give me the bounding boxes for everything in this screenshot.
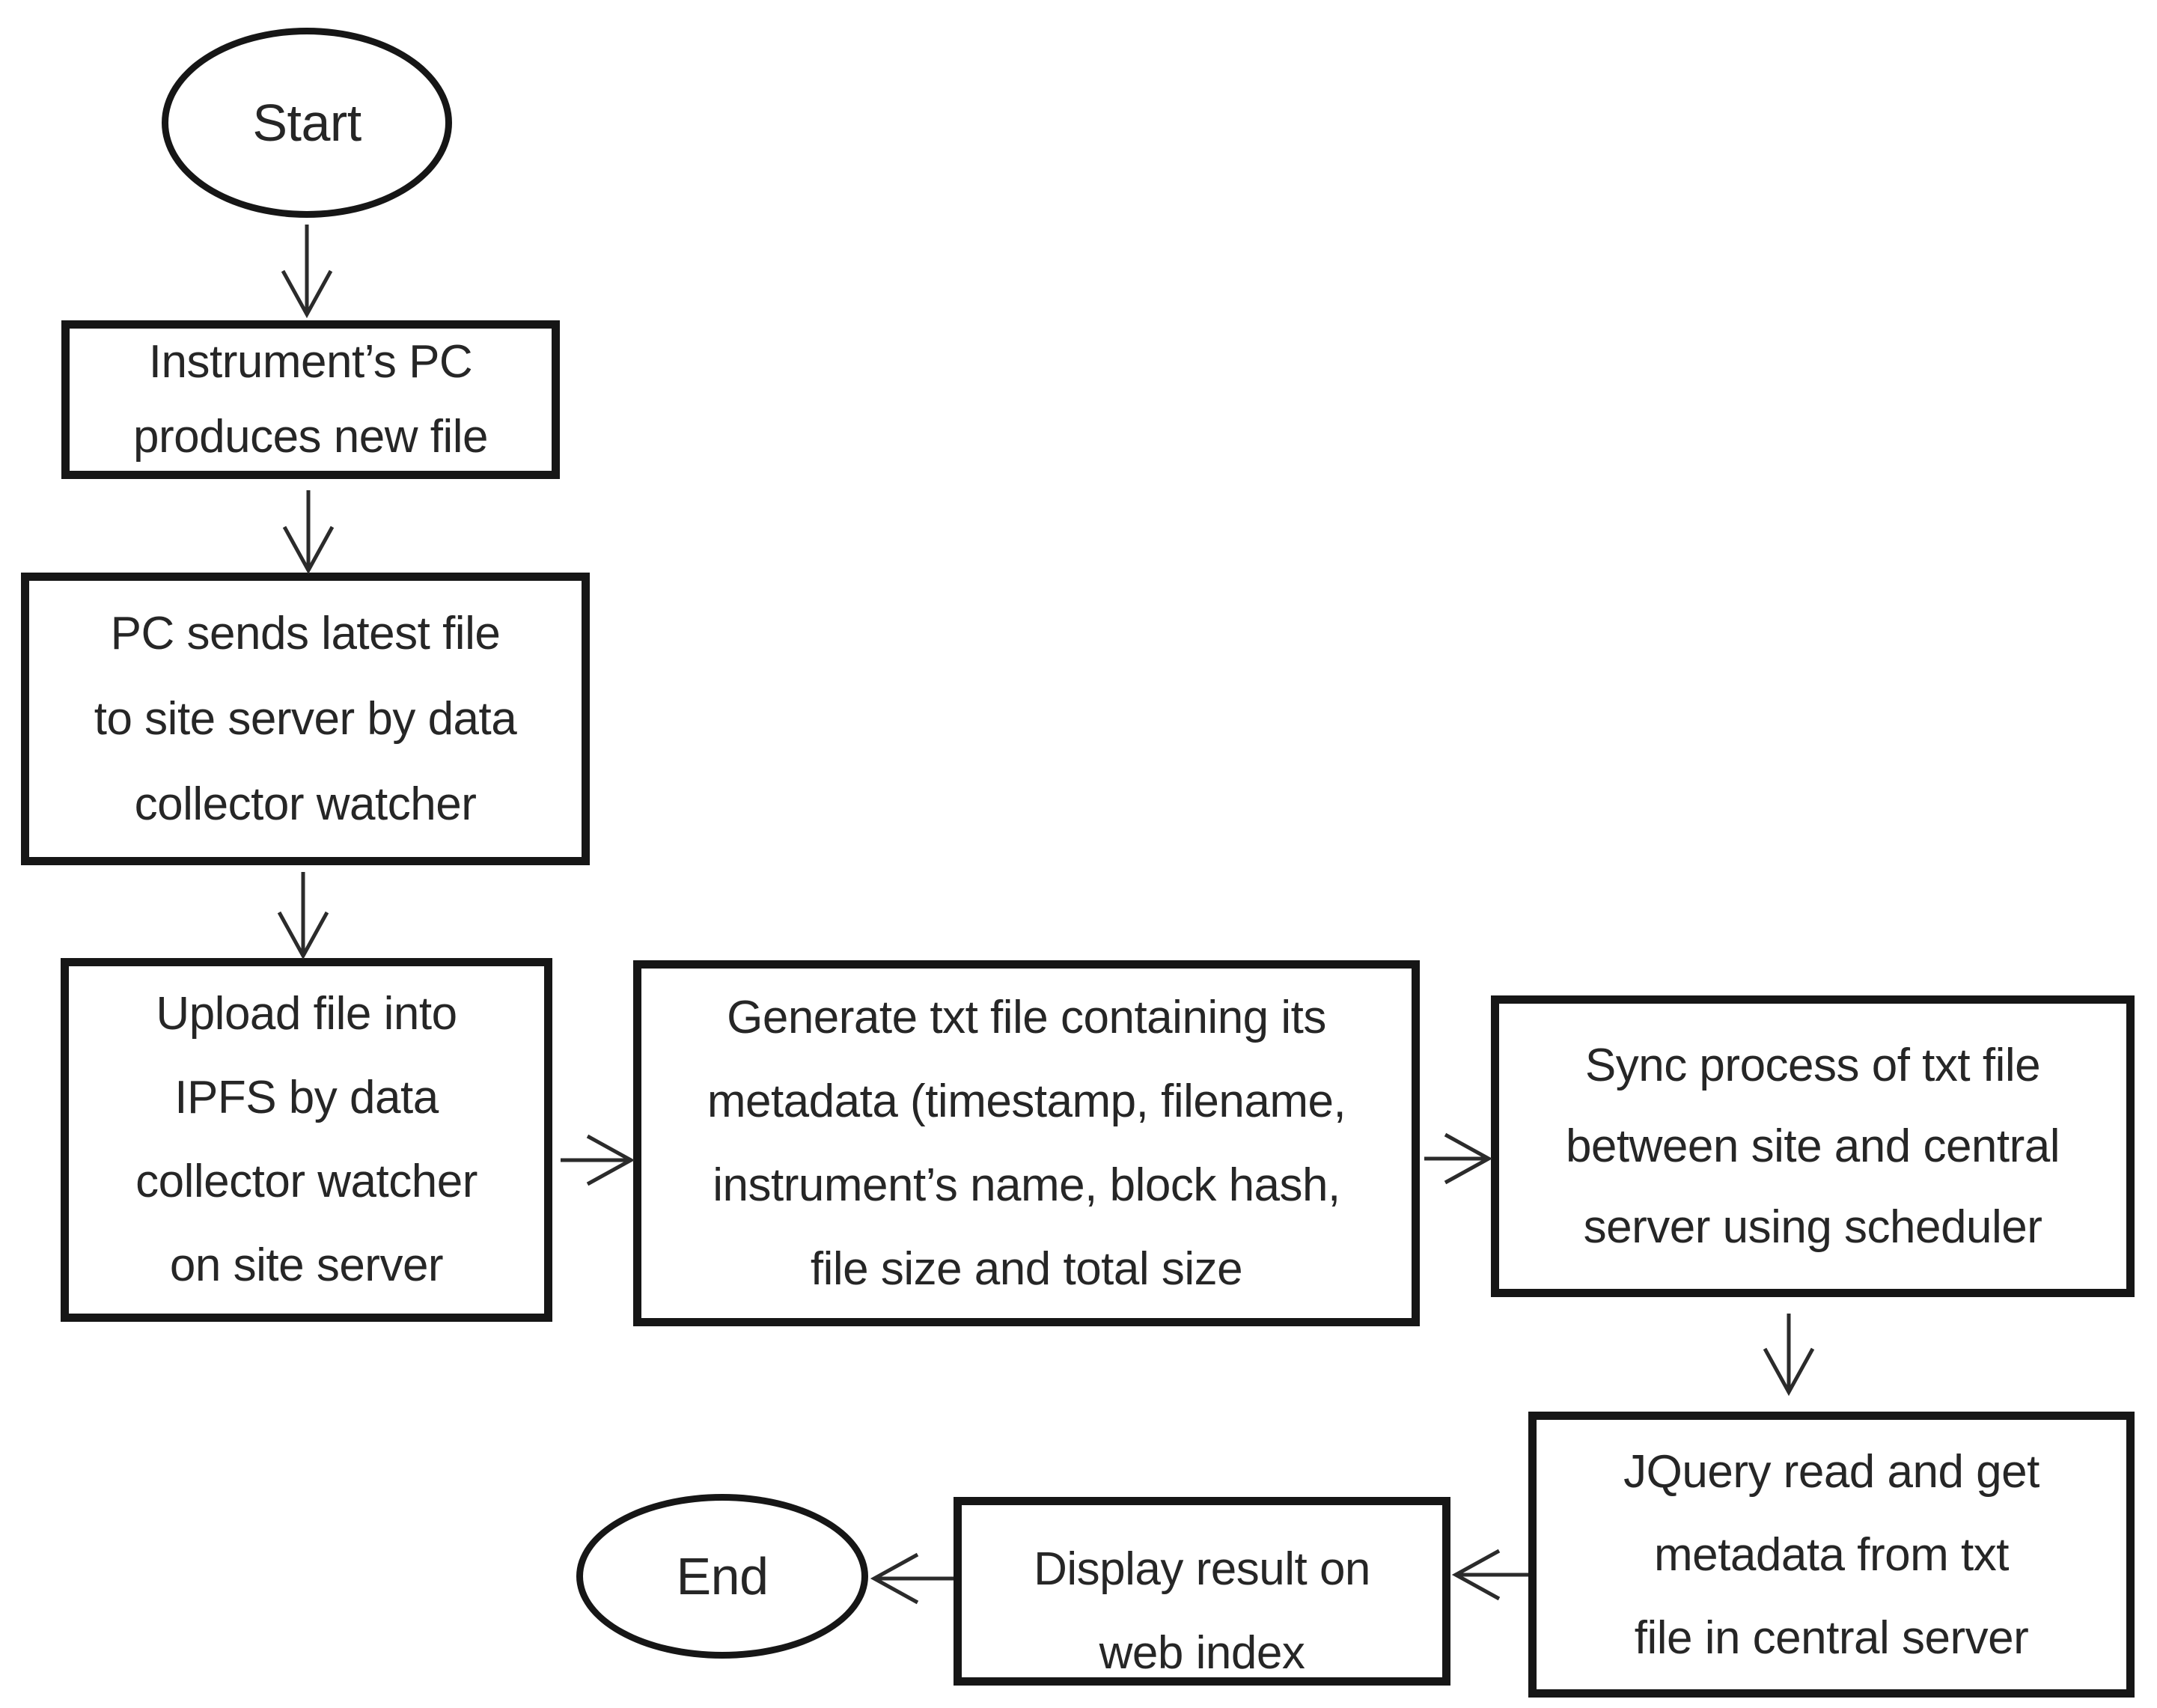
node-display-result-label: Display result on web index xyxy=(1034,1543,1370,1674)
node-display-result: Display result on web index xyxy=(954,1497,1450,1686)
node-instrument-pc-produces-file: Instrument’s PC produces new file xyxy=(61,320,560,479)
arrow-jquery-read-to-display-result xyxy=(1451,1549,1528,1601)
node-jquery-read-metadata: JQuery read and get metadata from txt fi… xyxy=(1528,1412,2135,1698)
node-generate-txt-label: Generate txt file containing its metadat… xyxy=(707,991,1346,1295)
node-jquery-read-label: JQuery read and get metadata from txt fi… xyxy=(1623,1445,2039,1664)
arrow-sync-process-to-jquery-read xyxy=(1763,1314,1815,1397)
node-start-terminator: Start xyxy=(162,28,452,218)
node-sync-process: Sync process of txt file between site an… xyxy=(1491,995,2135,1297)
node-end-label: End xyxy=(676,1547,769,1605)
node-end-terminator: End xyxy=(576,1494,868,1659)
arrow-send-file-to-upload-ipfs xyxy=(277,872,329,960)
node-produce-file-label: Instrument’s PC produces new file xyxy=(133,336,489,463)
arrow-upload-ipfs-to-generate-txt xyxy=(561,1134,635,1186)
node-sync-process-label: Sync process of txt file between site an… xyxy=(1565,1039,2060,1253)
node-upload-file-ipfs: Upload file into IPFS by data collector … xyxy=(61,958,552,1322)
arrow-display-result-to-end xyxy=(870,1552,954,1605)
node-pc-sends-latest-file: PC sends latest file to site server by d… xyxy=(21,573,590,865)
node-display-result-clip: Display result on web index xyxy=(962,1505,1442,1674)
node-generate-txt-metadata: Generate txt file containing its metadat… xyxy=(633,960,1420,1326)
arrow-produce-file-to-send-file xyxy=(282,490,335,575)
node-start-label: Start xyxy=(252,94,361,152)
arrow-start-to-produce-file xyxy=(281,225,333,319)
node-send-file-label: PC sends latest file to site server by d… xyxy=(94,607,517,830)
node-upload-ipfs-label: Upload file into IPFS by data collector … xyxy=(135,988,478,1291)
arrow-generate-txt-to-sync-process xyxy=(1424,1132,1493,1185)
